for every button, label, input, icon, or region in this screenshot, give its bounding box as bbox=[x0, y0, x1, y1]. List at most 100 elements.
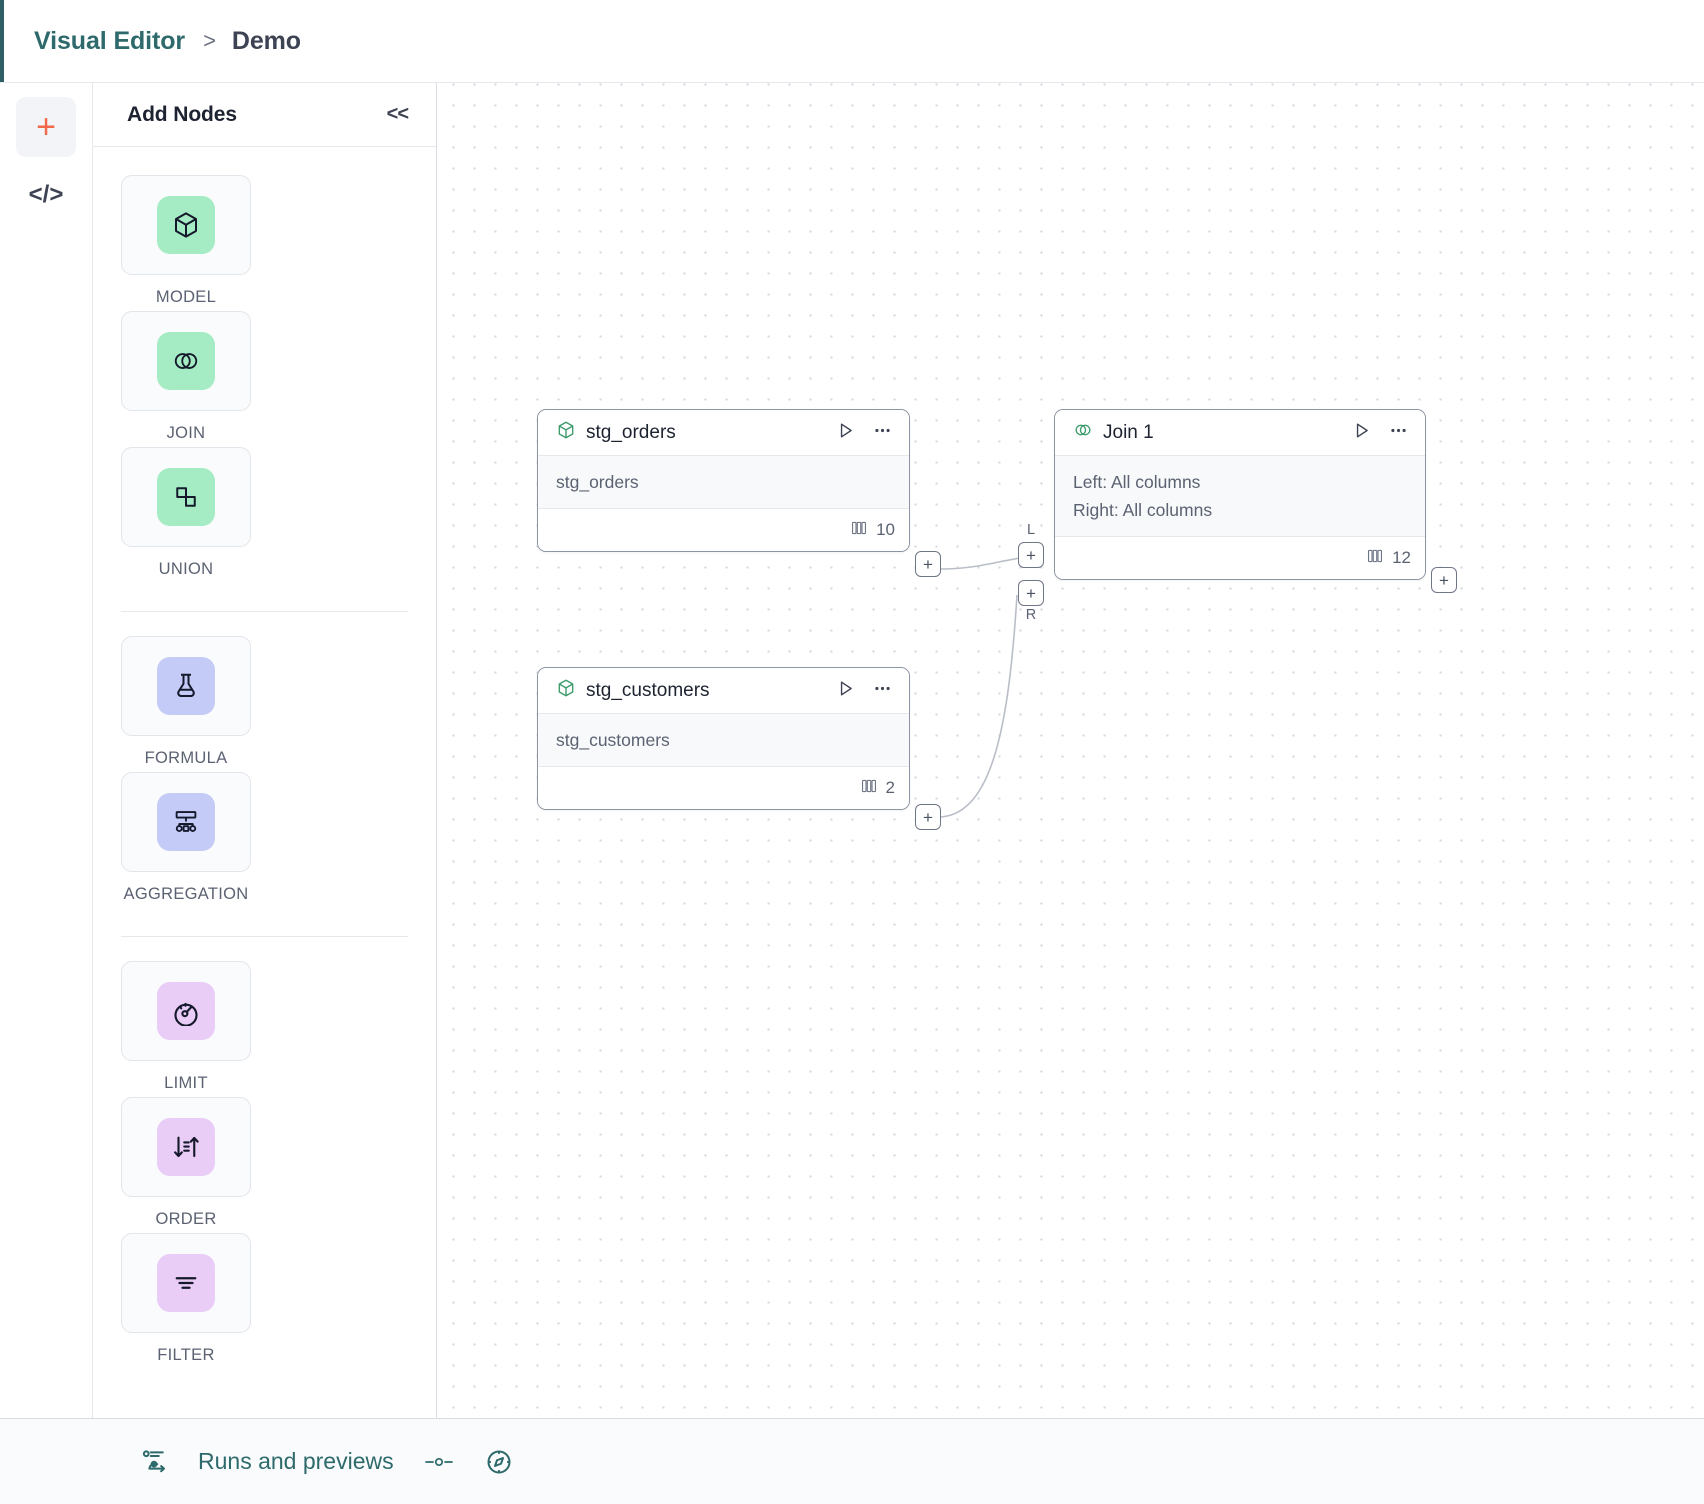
palette-item-join[interactable]: JOIN bbox=[121, 311, 251, 443]
runs-flow-icon[interactable] bbox=[140, 1447, 170, 1477]
group-divider-1 bbox=[121, 611, 408, 612]
edge-orders-to-join bbox=[940, 556, 1028, 570]
page-title: Demo bbox=[231, 26, 301, 55]
add-nodes-title: Add Nodes bbox=[127, 102, 237, 126]
aggregation-tree-icon bbox=[157, 793, 215, 851]
flow-node-stg-customers[interactable]: stg_customers bbox=[537, 667, 910, 810]
node-title: stg_orders bbox=[586, 421, 676, 443]
node-group-transforms: FORMULA bbox=[121, 636, 408, 908]
node-body-line: stg_orders bbox=[556, 472, 639, 492]
node-title: stg_customers bbox=[586, 679, 710, 701]
node-group-sources: MODEL JOIN bbox=[121, 175, 408, 583]
palette-tile-order[interactable] bbox=[121, 1097, 251, 1197]
palette-item-order[interactable]: ORDER bbox=[121, 1097, 251, 1229]
column-count: 10 bbox=[876, 520, 895, 539]
left-rail: + </> bbox=[0, 83, 92, 1418]
slider-icon[interactable] bbox=[422, 1449, 456, 1475]
flask-icon bbox=[157, 657, 215, 715]
columns-icon bbox=[850, 519, 868, 542]
node-body: stg_orders bbox=[538, 455, 909, 509]
node-footer: 10 bbox=[538, 509, 909, 551]
palette-item-formula[interactable]: FORMULA bbox=[121, 636, 251, 768]
columns-icon bbox=[1366, 547, 1384, 570]
filter-icon bbox=[157, 1254, 215, 1312]
palette-label-aggregation: AGGREGATION bbox=[123, 885, 249, 903]
palette-item-limit[interactable]: LIMIT bbox=[121, 961, 251, 1093]
plus-icon: + bbox=[1439, 570, 1449, 590]
play-icon[interactable] bbox=[835, 420, 856, 446]
node-footer: 2 bbox=[538, 767, 909, 809]
venn-icon bbox=[157, 332, 215, 390]
play-icon[interactable] bbox=[835, 678, 856, 704]
node-body-line: stg_customers bbox=[556, 730, 670, 750]
plus-icon: + bbox=[36, 108, 56, 146]
palette-tile-join[interactable] bbox=[121, 311, 251, 411]
port-output-stg-orders[interactable]: + bbox=[915, 551, 941, 577]
more-horizontal-icon[interactable] bbox=[872, 420, 893, 446]
breadcrumb: Visual Editor > Demo bbox=[0, 0, 1704, 82]
node-title: Join 1 bbox=[1103, 421, 1154, 443]
venn-icon bbox=[1073, 420, 1093, 445]
port-label-left: L bbox=[1026, 522, 1036, 538]
palette-item-filter[interactable]: FILTER bbox=[121, 1233, 251, 1365]
palette-item-union[interactable]: UNION bbox=[121, 447, 251, 579]
node-group-row-ops: LIMIT bbox=[121, 961, 408, 1369]
node-body-line-right: Right: All columns bbox=[1073, 500, 1213, 520]
node-footer: 12 bbox=[1055, 537, 1425, 579]
runs-and-previews-button[interactable]: Runs and previews bbox=[198, 1448, 394, 1474]
add-nodes-list: MODEL JOIN bbox=[93, 147, 436, 1418]
column-count: 2 bbox=[885, 778, 895, 797]
palette-tile-formula[interactable] bbox=[121, 636, 251, 736]
breadcrumb-root-link[interactable]: Visual Editor bbox=[34, 26, 186, 55]
flow-canvas[interactable]: stg_orders bbox=[437, 83, 1704, 1418]
sort-icon bbox=[157, 1118, 215, 1176]
edge-customers-to-join bbox=[940, 594, 1018, 818]
more-horizontal-icon[interactable] bbox=[1388, 420, 1409, 446]
palette-item-aggregation[interactable]: AGGREGATION bbox=[121, 772, 251, 904]
cube-icon bbox=[556, 420, 576, 445]
compass-icon[interactable] bbox=[484, 1447, 514, 1477]
palette-label-union: UNION bbox=[158, 560, 214, 578]
gauge-icon bbox=[157, 982, 215, 1040]
union-shapes-icon bbox=[157, 468, 215, 526]
palette-tile-filter[interactable] bbox=[121, 1233, 251, 1333]
port-input-left-join-1[interactable]: + bbox=[1018, 542, 1044, 568]
rail-code-button[interactable]: </> bbox=[16, 165, 76, 225]
palette-tile-aggregation[interactable] bbox=[121, 772, 251, 872]
bottom-bar: Runs and previews bbox=[0, 1418, 1704, 1504]
node-body: Left: All columns Right: All columns bbox=[1055, 455, 1425, 537]
column-count: 12 bbox=[1392, 548, 1411, 567]
port-input-right-join-1[interactable]: + bbox=[1018, 580, 1044, 606]
port-output-join-1[interactable]: + bbox=[1431, 567, 1457, 593]
node-header: stg_orders bbox=[538, 410, 909, 455]
node-body-line-left: Left: All columns bbox=[1073, 472, 1201, 492]
palette-item-model[interactable]: MODEL bbox=[121, 175, 251, 307]
cube-icon bbox=[556, 678, 576, 703]
add-nodes-panel-header: Add Nodes << bbox=[93, 83, 436, 147]
port-label-right: R bbox=[1025, 607, 1037, 623]
cube-icon bbox=[157, 196, 215, 254]
add-nodes-panel: Add Nodes << bbox=[92, 83, 437, 1418]
code-icon: </> bbox=[28, 181, 64, 208]
flow-node-stg-orders[interactable]: stg_orders bbox=[537, 409, 910, 552]
palette-label-order: ORDER bbox=[155, 1210, 217, 1228]
collapse-panel-button[interactable]: << bbox=[386, 103, 409, 125]
node-header: stg_customers bbox=[538, 668, 909, 713]
port-output-stg-customers[interactable]: + bbox=[915, 804, 941, 830]
more-horizontal-icon[interactable] bbox=[872, 678, 893, 704]
plus-icon: + bbox=[923, 807, 933, 827]
palette-label-join: JOIN bbox=[166, 424, 206, 442]
plus-icon: + bbox=[1026, 583, 1036, 603]
breadcrumb-separator: > bbox=[203, 28, 216, 53]
plus-icon: + bbox=[923, 554, 933, 574]
play-icon[interactable] bbox=[1351, 420, 1372, 446]
rail-add-button[interactable]: + bbox=[16, 97, 76, 157]
flow-node-join-1[interactable]: Join 1 bbox=[1054, 409, 1426, 580]
palette-tile-union[interactable] bbox=[121, 447, 251, 547]
palette-tile-limit[interactable] bbox=[121, 961, 251, 1061]
palette-tile-model[interactable] bbox=[121, 175, 251, 275]
palette-label-formula: FORMULA bbox=[144, 749, 228, 767]
palette-label-filter: FILTER bbox=[157, 1346, 215, 1364]
group-divider-2 bbox=[121, 936, 408, 937]
